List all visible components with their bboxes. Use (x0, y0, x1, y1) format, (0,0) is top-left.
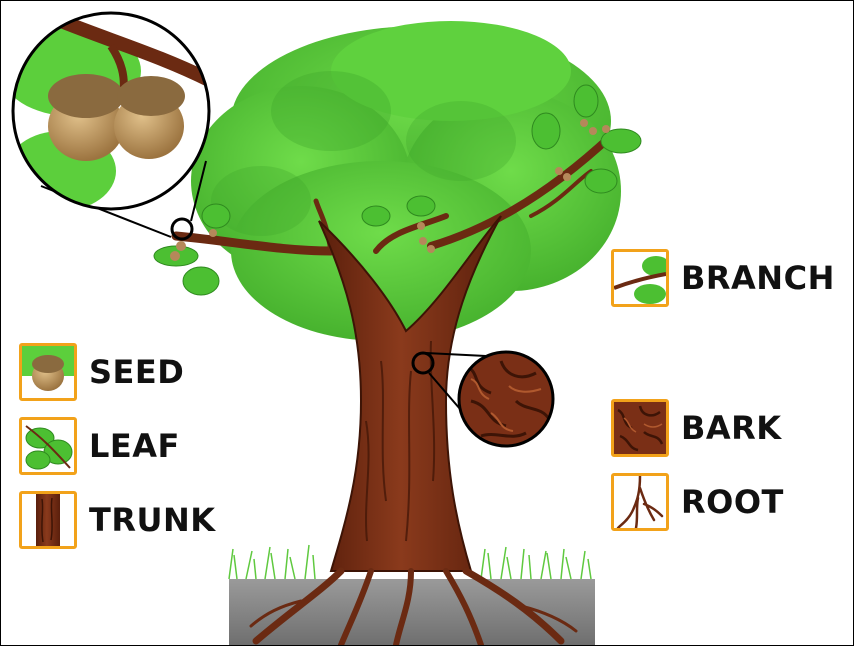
label-leaf: LEAF (19, 417, 180, 475)
label-bark-text: BARK (681, 409, 782, 447)
label-trunk: TRUNK (19, 491, 216, 549)
label-branch-text: BRANCH (681, 259, 835, 297)
branch-icon (611, 249, 669, 307)
label-seed-text: SEED (89, 353, 184, 391)
label-bark: BARK (611, 399, 782, 457)
seed-zoom-callout (1, 11, 211, 239)
label-trunk-text: TRUNK (89, 501, 216, 539)
root-icon (611, 473, 669, 531)
label-root-text: ROOT (681, 483, 784, 521)
trunk-icon (19, 491, 77, 549)
label-root: ROOT (611, 473, 784, 531)
seed-icon (19, 343, 77, 401)
label-seed: SEED (19, 343, 184, 401)
label-branch: BRANCH (611, 249, 835, 307)
leaf-icon (19, 417, 77, 475)
bark-icon (611, 399, 669, 457)
label-leaf-text: LEAF (89, 427, 180, 465)
